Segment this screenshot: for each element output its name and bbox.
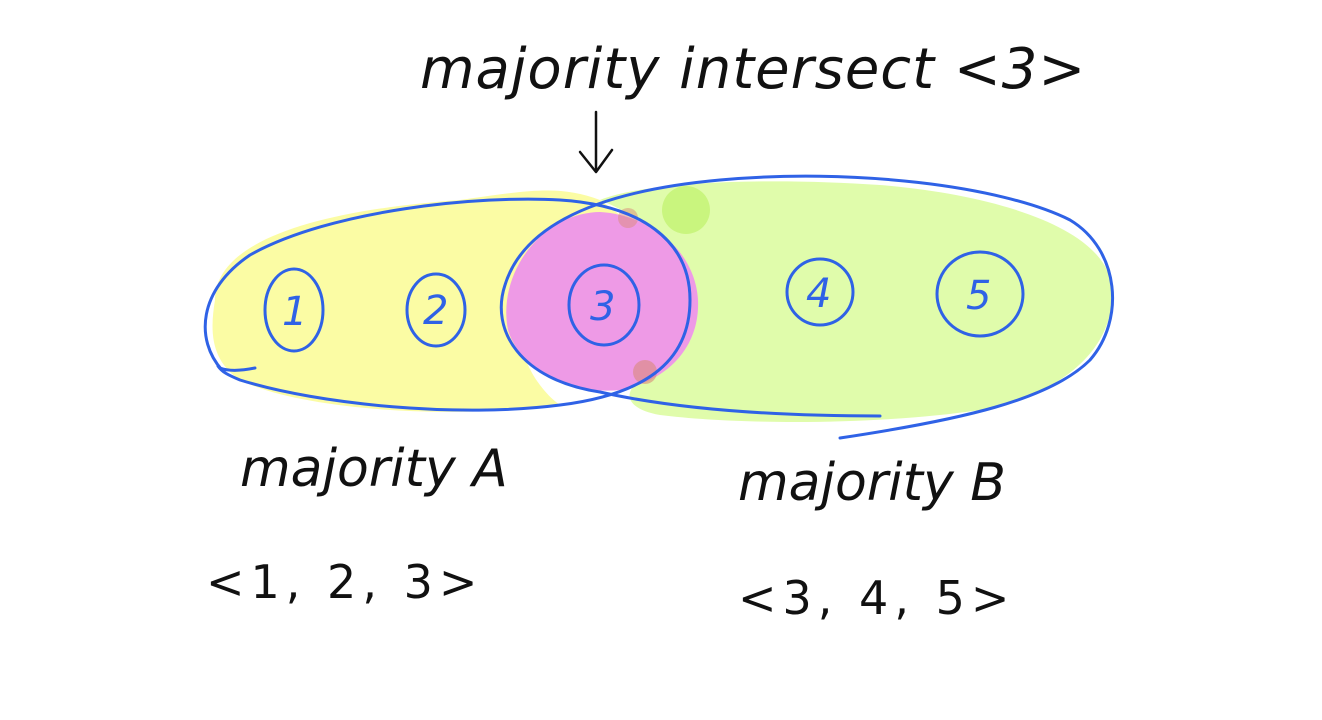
node-label: 4 (806, 271, 831, 317)
node-2: 2 (405, 272, 467, 348)
node-label: 3 (590, 284, 615, 330)
outline-layer (203, 174, 1115, 440)
majority-a-outline (203, 197, 692, 412)
majority-b-outline (499, 174, 1115, 440)
node-label: 1 (282, 289, 307, 335)
highlight-layer (212, 181, 1113, 422)
intersection-highlight (506, 212, 699, 391)
intersection-edge-blob (633, 360, 657, 384)
majority-b-members: <3, 4, 5> (738, 571, 1015, 625)
node-label: 5 (966, 273, 991, 319)
node-5: 5 (935, 250, 1025, 338)
intersection-title: majority intersect <3> (420, 37, 1086, 102)
majority-a-members: <1, 2, 3> (206, 555, 483, 609)
majority-b-highlight (600, 181, 1113, 422)
majority-a-label: majority A (240, 439, 508, 499)
highlight-blob (662, 186, 710, 234)
node-3: 3 (567, 263, 641, 347)
node-4: 4 (785, 257, 855, 327)
down-arrow-icon (578, 110, 614, 174)
node-label: 2 (423, 288, 448, 334)
majority-b-label: majority B (738, 453, 1006, 513)
node-1: 1 (263, 267, 325, 353)
